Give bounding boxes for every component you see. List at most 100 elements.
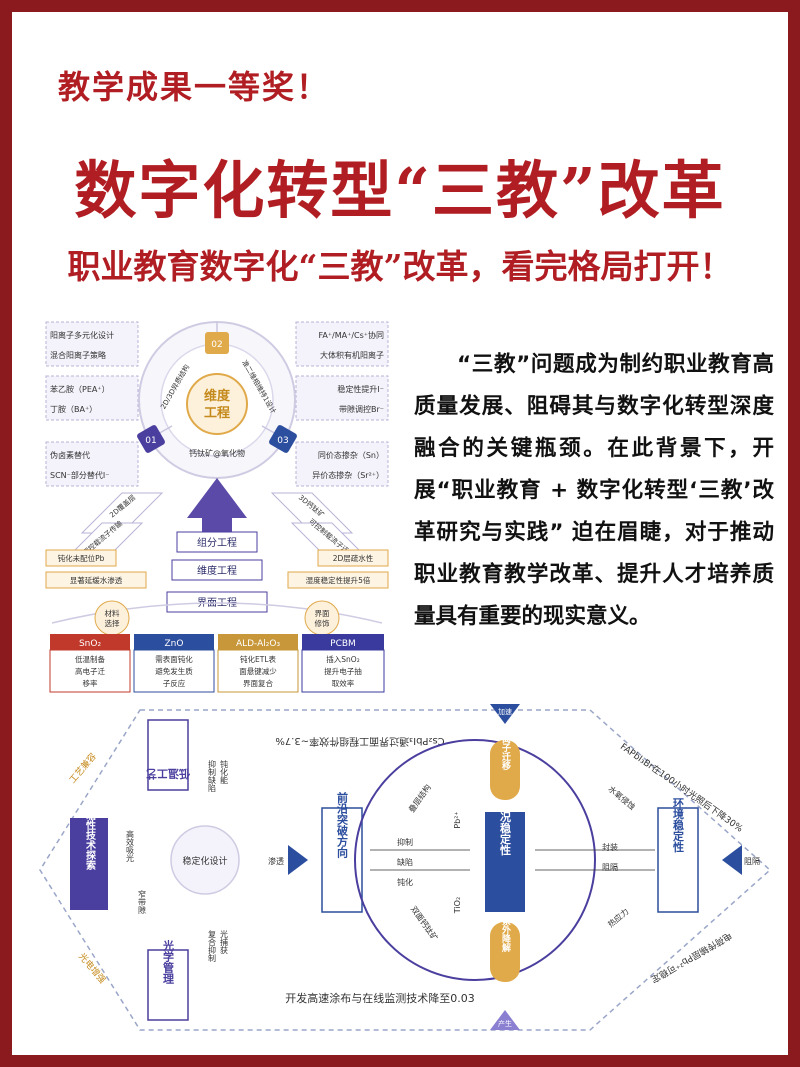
curve-label: Pb²⁺: [453, 811, 462, 828]
core-title: 维度: [204, 388, 231, 404]
svg-text:渗透: 渗透: [268, 856, 284, 866]
svg-text:阻隔: 阻隔: [744, 857, 760, 866]
svg-text:移率: 移率: [83, 678, 98, 688]
svg-text:钝化未配位Pb: 钝化未配位Pb: [58, 553, 105, 563]
svg-text:环境稳定性: 环境稳定性: [672, 797, 685, 853]
bubble-interface-modification: [304, 600, 340, 636]
svg-text:离子迁移: 离子迁移: [500, 733, 511, 771]
box-low-temp-process: [147, 719, 189, 791]
award-kicker: 教学成果一等奖！: [58, 68, 331, 106]
svg-text:低温工艺: 低温工艺: [146, 767, 191, 781]
svg-text:PCBM: PCBM: [330, 639, 356, 649]
svg-text:03: 03: [277, 436, 288, 446]
svg-text:维度工程: 维度工程: [197, 564, 237, 577]
left-label: 苯乙胺（PEA⁺）: [50, 384, 110, 394]
stability-design-circle: [170, 825, 240, 895]
badge-02: [205, 332, 229, 354]
left-label: 阳离子多元化设计: [50, 330, 114, 340]
badge-03: [269, 425, 297, 453]
svg-text:复合抑制: 复合抑制: [208, 929, 217, 963]
triangle-right: [722, 845, 742, 875]
svg-text:高电子迁: 高电子迁: [75, 666, 105, 676]
svg-text:光学管理: 光学管理: [162, 939, 176, 984]
central-ellipse: [354, 739, 596, 981]
core-circle: [186, 373, 248, 435]
left-label: SCN⁻部分替代I⁻: [50, 470, 109, 480]
left-label: 混合阳离子策略: [50, 350, 106, 360]
box-frontier-tech: [70, 818, 108, 910]
side-left-bottom-label: 光电增强: [76, 950, 108, 985]
article-paragraph: “三教”问题成为制约职业教育高质量发展、阻碍其与数字化转型深度融合的关键瓶颈。在…: [414, 352, 774, 629]
svg-text:避免发生质: 避免发生质: [155, 666, 193, 676]
svg-text:插入SnO₂: 插入SnO₂: [326, 654, 359, 664]
svg-text:阻隔: 阻隔: [602, 863, 618, 872]
svg-text:窄带隙: 窄带隙: [138, 889, 147, 914]
svg-text:选择: 选择: [105, 618, 120, 628]
left-label: 伪卤素替代: [50, 450, 90, 460]
core-subtitle: 钙钛矿@氧化物: [189, 448, 245, 458]
svg-text:界面复合: 界面复合: [243, 678, 273, 688]
svg-text:界面: 界面: [315, 609, 330, 618]
outer-hexagon: [39, 709, 772, 1031]
material-card-sno2: SnO₂ 低温制备 高电子迁 移率: [49, 634, 131, 693]
side-left-box-1: [45, 549, 117, 567]
stability-diagram: Cs₂PbI₃通过界面工程组件效率~3.7% 开发高速涂布与在线监测技术降至0.…: [30, 700, 780, 1040]
box-environment-stability: [657, 807, 699, 913]
svg-text:紫外降解: 紫外降解: [500, 915, 512, 953]
svg-text:面悬键减少: 面悬键减少: [239, 666, 277, 676]
right-label: 异价态掺杂（Sr²⁺）: [312, 470, 384, 480]
svg-text:前瞻性技术探索: 前瞻性技术探索: [84, 799, 97, 871]
svg-text:组分工程: 组分工程: [197, 536, 237, 549]
svg-text:抑制: 抑制: [397, 837, 413, 847]
curve-label: 叠层结构: [406, 782, 433, 814]
svg-text:工况稳定性: 工况稳定性: [499, 800, 512, 856]
pill-uv-degradation: [490, 922, 520, 982]
svg-text:2D层疏水性: 2D层疏水性: [333, 553, 374, 563]
right-label: 带隙调控Br⁻: [339, 404, 384, 414]
svg-text:修饰: 修饰: [315, 618, 330, 628]
svg-text:缺陷: 缺陷: [397, 857, 413, 867]
right-label: 稳定性提升I⁻: [337, 384, 384, 394]
right-label-panels: [295, 321, 389, 487]
stack-box-dimension: [171, 559, 263, 581]
svg-text:子反应: 子反应: [163, 678, 186, 688]
svg-text:取效率: 取效率: [332, 678, 355, 688]
dimension-engineering-diagram: 阳离子多元化设计 混合阳离子策略 苯乙胺（PEA⁺） 丁胺（BA⁺） 伪卤素替代…: [42, 318, 392, 696]
svg-text:提升电子抽: 提升电子抽: [324, 666, 362, 676]
side-left-box-2: [45, 571, 147, 589]
svg-text:加速: 加速: [498, 707, 512, 716]
box-working-stability: [485, 812, 525, 912]
svg-text:钝化ETL表: 钝化ETL表: [240, 654, 276, 664]
svg-text:高效吸光: 高效吸光: [126, 829, 135, 863]
svg-text:02: 02: [211, 340, 222, 350]
left-label-panels: [45, 321, 139, 487]
page-subtitle: 职业教育数字化“三教”改革，看完格局打开！: [67, 247, 733, 286]
mid-left-vertical-notes: 抑制缺陷 钝化能 复合抑制 光捕获 高效吸光 窄带隙: [126, 759, 229, 963]
svg-text:01: 01: [145, 436, 156, 446]
svg-text:SnO₂: SnO₂: [79, 639, 102, 649]
badge-01: [137, 425, 165, 453]
material-card-ald-al2o3: ALD-Al₂O₃ 钝化ETL表 面悬键减少 界面复合: [217, 634, 299, 693]
triangle-top: [490, 704, 520, 724]
svg-text:热应力: 热应力: [606, 906, 631, 929]
box-optical-management: [147, 949, 189, 1021]
pill-ion-migration: [490, 740, 520, 800]
material-card-zno: ZnO 需表面钝化 避免发生质 子反应: [133, 634, 215, 693]
svg-text:需表面钝化: 需表面钝化: [155, 654, 193, 664]
svg-text:低温制备: 低温制备: [75, 654, 105, 664]
core-title: 工程: [204, 406, 230, 421]
side-right-box-2: [287, 571, 389, 589]
svg-text:钝化: 钝化: [397, 877, 413, 887]
curve-label: TiO₂: [453, 897, 462, 914]
stack-box-composition: [176, 531, 258, 553]
triangle-left: [288, 845, 308, 875]
svg-text:ALD-Al₂O₃: ALD-Al₂O₃: [236, 639, 281, 649]
right-label: 同价态掺杂（Sn）: [318, 450, 384, 460]
svg-text:显著延缓水渗透: 显著延缓水渗透: [70, 575, 123, 585]
svg-text:抑制缺陷: 抑制缺陷: [208, 759, 217, 793]
svg-text:光捕获: 光捕获: [220, 929, 229, 955]
bottom-right-annotation: 电荷传输层Pb²⁺可稳定: [649, 930, 734, 986]
right-label: 大体积有机阳离子: [320, 350, 384, 360]
svg-text:水氧侵蚀: 水氧侵蚀: [606, 784, 637, 812]
svg-text:封装: 封装: [602, 842, 618, 852]
